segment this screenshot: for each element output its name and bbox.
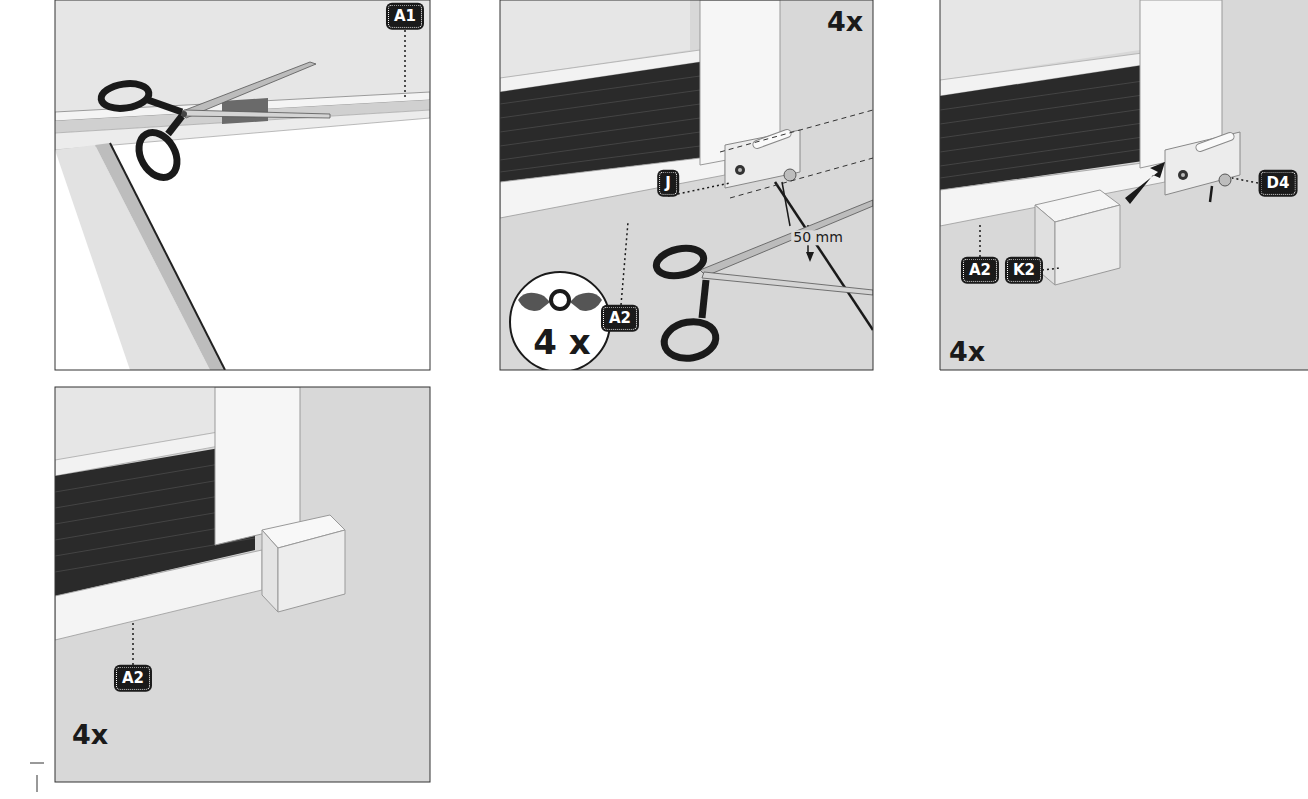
panel-fit-cap — [940, 0, 1308, 370]
quantity-note: 4x — [949, 337, 985, 367]
part-label: A2 — [603, 307, 637, 330]
panel-cut-cord — [500, 0, 873, 370]
quantity-badge: 4 x — [533, 324, 590, 361]
part-label: J — [659, 172, 677, 195]
panel-result — [55, 387, 430, 782]
quantity-note: 4x — [72, 720, 108, 750]
part-label: K2 — [1007, 259, 1041, 282]
dimension-label: 50 mm — [791, 230, 845, 245]
panel-cut-tape — [55, 0, 430, 370]
part-label: D4 — [1261, 172, 1296, 195]
quantity-note: 4x — [827, 7, 863, 37]
part-label: A2 — [963, 259, 997, 282]
part-label: A2 — [116, 667, 150, 690]
part-label: A1 — [388, 5, 422, 28]
